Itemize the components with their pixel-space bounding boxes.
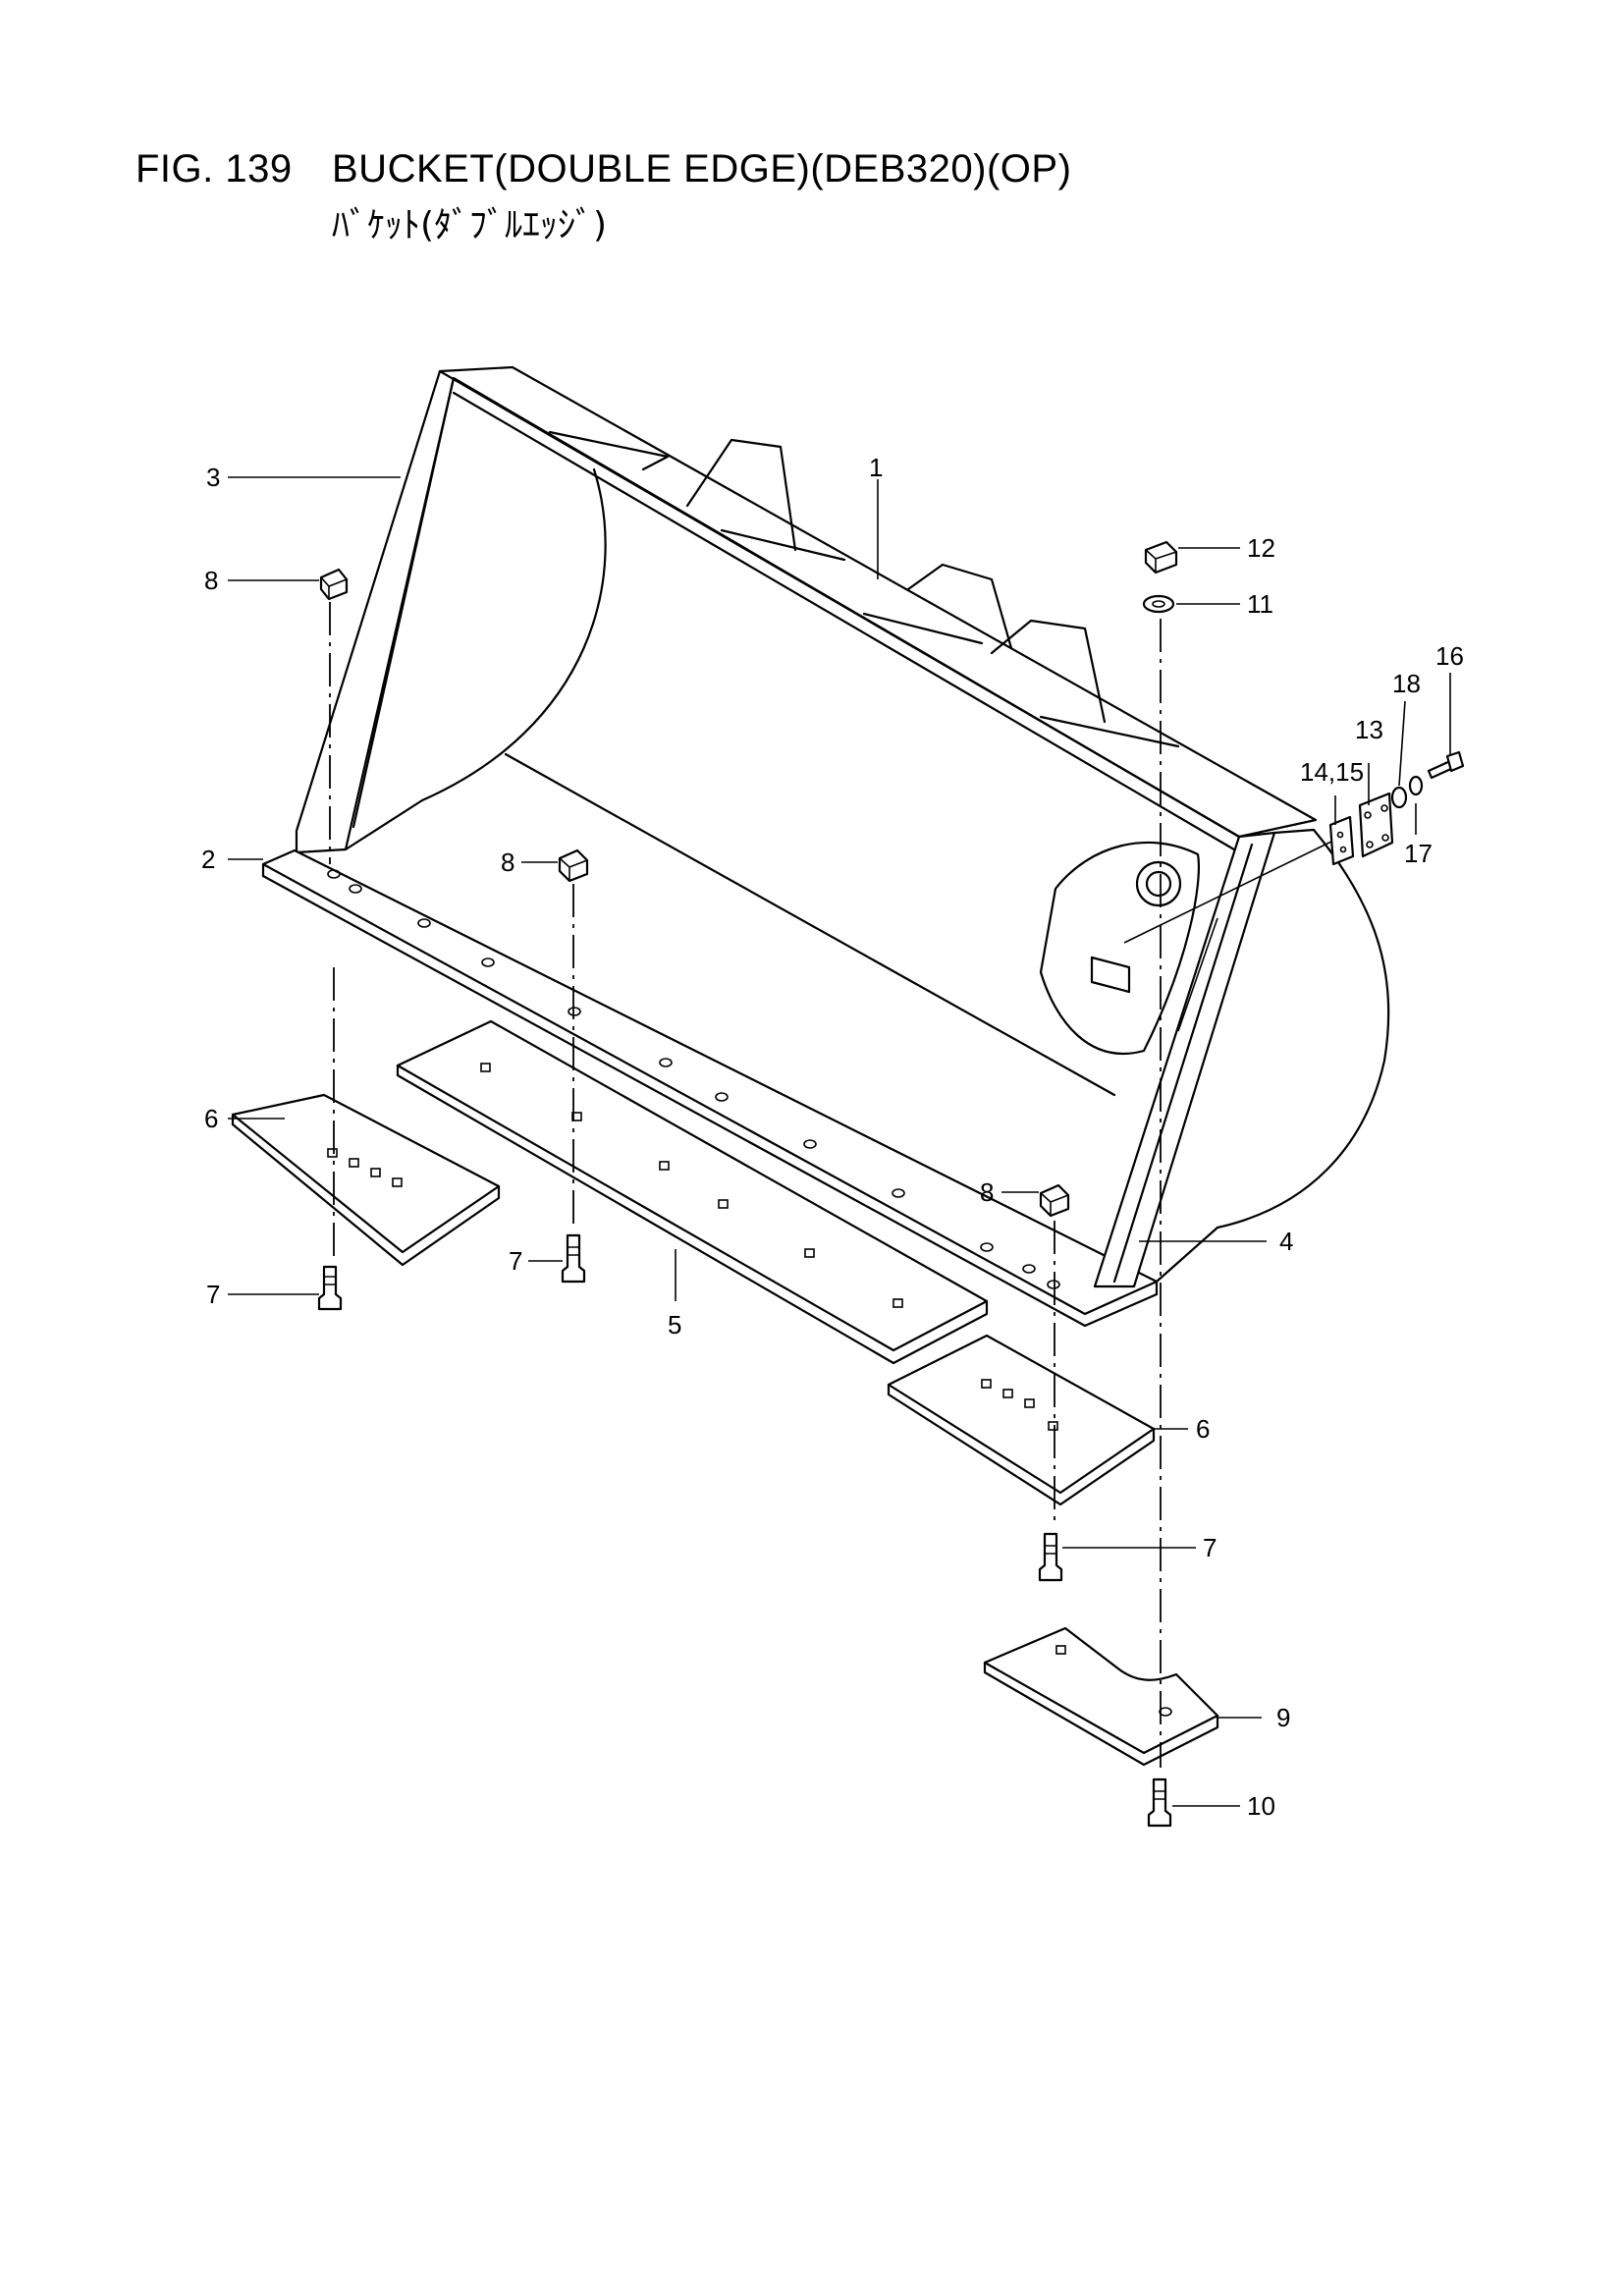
shim-14-15	[1328, 815, 1355, 866]
bolt-7c	[1038, 1532, 1063, 1582]
callout-7-center: 7	[509, 1246, 522, 1276]
callout-13: 13	[1355, 715, 1383, 744]
nut-8b	[558, 848, 589, 883]
assembly-centerlines	[329, 602, 1162, 1768]
callout-8-center: 8	[501, 847, 514, 877]
washer-11	[1142, 594, 1175, 614]
callout-4: 4	[1279, 1227, 1293, 1256]
callout-12: 12	[1247, 533, 1275, 563]
callout-9: 9	[1276, 1703, 1290, 1732]
nut-8c	[1039, 1183, 1070, 1218]
callout-5: 5	[668, 1310, 681, 1339]
bolt-7a	[317, 1265, 343, 1311]
washer-18	[1390, 786, 1408, 809]
side-wear-plate	[983, 1626, 1219, 1767]
right-end-bit-plate	[887, 1334, 1156, 1506]
callout-1: 1	[869, 453, 883, 482]
callout-17: 17	[1404, 839, 1433, 868]
callout-18: 18	[1392, 669, 1421, 698]
callout-11: 11	[1247, 589, 1273, 619]
callout-14-15: 14,15	[1300, 757, 1364, 787]
washer-17	[1408, 775, 1424, 796]
bolt-16	[1427, 750, 1465, 780]
nut-8a	[319, 568, 349, 601]
nut-12	[1144, 540, 1178, 574]
leader-lines	[228, 476, 1451, 1807]
callout-7-left: 7	[206, 1280, 220, 1309]
figure-title: FIG. 139 BUCKET(DOUBLE EDGE)(DEB320)(OP)	[135, 147, 1071, 191]
callout-7-right: 7	[1203, 1533, 1217, 1562]
callout-labels: 1 2 3 4 5 6 6 7 7 7 8 8 8 9 10 11 12 13 …	[201, 453, 1464, 1821]
figure-name: BUCKET(DOUBLE EDGE)(DEB320)(OP)	[332, 147, 1072, 191]
bucket-body	[261, 365, 1390, 1328]
bolt-7b	[561, 1233, 586, 1284]
plate-13	[1358, 792, 1394, 858]
center-edge-plate	[396, 1019, 989, 1365]
callout-6-left: 6	[204, 1104, 218, 1133]
callout-10: 10	[1247, 1791, 1275, 1821]
callout-6-right: 6	[1196, 1414, 1210, 1444]
callout-8-right: 8	[980, 1177, 994, 1207]
figure-subtitle: ﾊﾞｹｯﾄ(ﾀﾞﾌﾞﾙｴｯｼﾞ)	[332, 205, 608, 246]
callout-16: 16	[1435, 641, 1464, 671]
figure-number: FIG. 139	[135, 147, 293, 191]
left-end-bit-plate	[231, 1093, 501, 1267]
callout-3: 3	[206, 463, 220, 492]
edge-bolt-holes	[327, 869, 1060, 1289]
bolt-10	[1147, 1777, 1172, 1828]
callout-8-left: 8	[204, 566, 218, 595]
bolt-nut-hardware	[317, 540, 1465, 1828]
callout-2: 2	[201, 845, 215, 874]
